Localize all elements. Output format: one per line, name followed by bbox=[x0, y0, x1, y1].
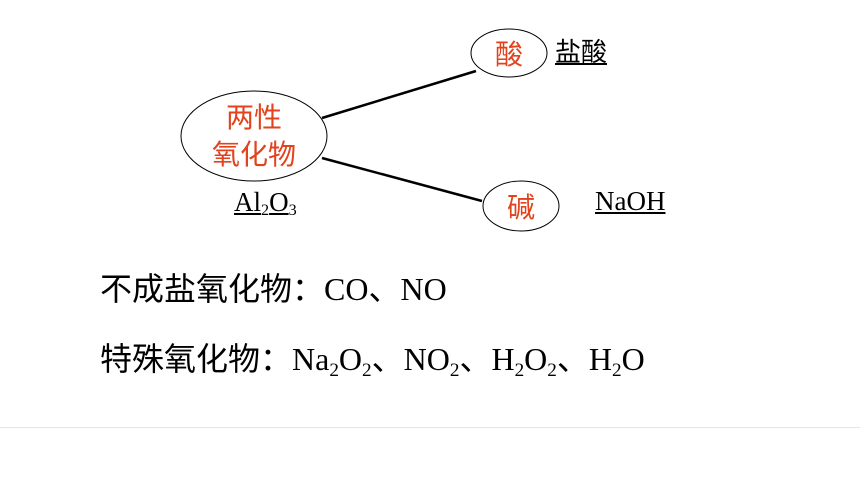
base-example-text: NaOH bbox=[595, 186, 666, 216]
slide: 两性 氧化物 酸 碱 盐酸 NaOH Al2O3 不成盐氧化物：CO、NO 特殊… bbox=[0, 28, 860, 428]
formula-part: O bbox=[524, 341, 548, 377]
separator: 、 bbox=[371, 340, 404, 378]
non-salt-oxides-line: 不成盐氧化物：CO、NO bbox=[100, 273, 447, 305]
center-line-2: 氧化物 bbox=[212, 138, 296, 171]
oxide-diagram: 两性 氧化物 酸 碱 bbox=[180, 28, 560, 232]
formula-sub: 2 bbox=[514, 359, 525, 381]
formula-h2o2: H2O2 bbox=[491, 341, 556, 380]
formula-part: H bbox=[491, 341, 515, 377]
formula-no2: NO2 bbox=[403, 341, 460, 380]
center-line-1: 两性 bbox=[226, 101, 282, 134]
base-label: 碱 bbox=[507, 191, 535, 224]
separator: 、 bbox=[459, 340, 492, 378]
base-example: NaOH bbox=[595, 188, 665, 215]
special-oxides-line: 特殊氧化物：Na2O2、NO2、H2O2、H2O bbox=[100, 343, 645, 380]
formula-part: O bbox=[621, 341, 645, 377]
formula-sub: 2 bbox=[329, 359, 339, 381]
acid-node: 酸 bbox=[470, 28, 548, 78]
acid-example-text: 盐酸 bbox=[555, 38, 608, 68]
formula-part: Na bbox=[292, 341, 330, 377]
non-salt-label: 不成盐氧化物： bbox=[100, 270, 325, 308]
formula-sub: 3 bbox=[288, 201, 297, 220]
non-salt-items: CO、NO bbox=[324, 271, 447, 307]
separator: 、 bbox=[556, 340, 589, 378]
formula-sub: 2 bbox=[261, 201, 270, 220]
formula-part: NO bbox=[403, 341, 450, 377]
center-example: Al2O3 bbox=[234, 187, 297, 220]
special-label: 特殊氧化物： bbox=[100, 340, 293, 378]
formula-part: O bbox=[338, 341, 363, 377]
formula-h2o: H2O bbox=[588, 341, 645, 380]
formula-sub: 2 bbox=[612, 359, 622, 381]
formula-part: H bbox=[588, 341, 612, 377]
formula-na2o2: Na2O2 bbox=[292, 341, 372, 380]
formula-sub: 2 bbox=[449, 359, 460, 381]
base-node: 碱 bbox=[482, 180, 560, 232]
connector-base bbox=[321, 156, 483, 203]
formula-o: O bbox=[269, 187, 289, 217]
acid-example: 盐酸 bbox=[555, 40, 607, 66]
amphoteric-oxide-node: 两性 氧化物 bbox=[180, 90, 328, 182]
blank-area bbox=[0, 428, 860, 484]
formula-al: Al bbox=[234, 187, 261, 217]
formula-sub: 2 bbox=[547, 359, 557, 381]
acid-label: 酸 bbox=[495, 38, 523, 71]
connector-acid bbox=[321, 69, 477, 120]
formula-sub: 2 bbox=[362, 359, 372, 381]
